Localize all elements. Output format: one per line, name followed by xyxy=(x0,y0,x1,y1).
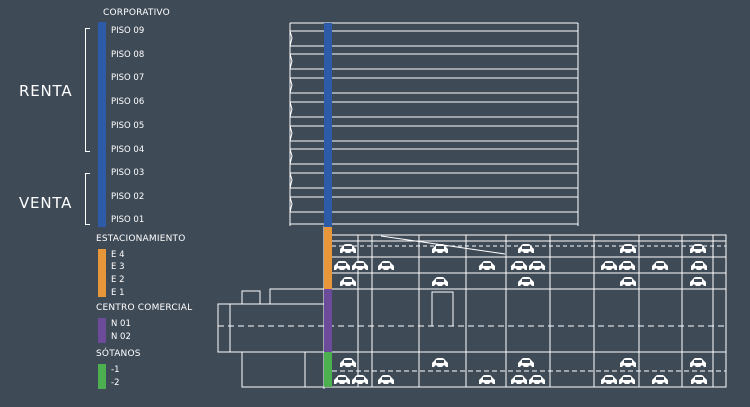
corporativo-swatch xyxy=(98,22,106,227)
floor-label-02: PISO 02 xyxy=(111,192,145,202)
core-centro-comercial xyxy=(324,289,332,352)
tower-floors xyxy=(289,30,579,225)
parking-level-e3: E 3 xyxy=(111,262,125,272)
car-icon xyxy=(340,277,356,288)
car-icon xyxy=(620,358,636,369)
parking-level-e1: E 1 xyxy=(111,288,125,298)
structural-columns xyxy=(357,235,714,387)
floor-label-09: PISO 09 xyxy=(111,26,145,36)
car-icon xyxy=(479,375,495,386)
car-icon xyxy=(690,358,706,369)
sotanos-swatch xyxy=(98,364,106,389)
car-icon xyxy=(601,375,617,386)
car-icon xyxy=(511,261,527,272)
core-estacionamiento xyxy=(324,227,332,289)
car-icon xyxy=(601,261,617,272)
sotanos-header: SÓTANOS xyxy=(96,349,141,359)
car-icon xyxy=(619,375,635,386)
estacionamiento-header: ESTACIONAMIENTO xyxy=(96,234,186,244)
venta-bracket xyxy=(85,173,90,225)
car-icon xyxy=(352,375,368,386)
parking-level-e4: E 4 xyxy=(111,250,125,260)
car-icon xyxy=(619,261,635,272)
estacionamiento-swatch xyxy=(98,249,106,297)
car-icon xyxy=(378,261,394,272)
car-icon xyxy=(691,375,707,386)
car-icon xyxy=(691,261,707,272)
basement-level-1: -1 xyxy=(111,365,120,375)
venta-label: VENTA xyxy=(19,194,73,212)
floor-label-06: PISO 06 xyxy=(111,97,145,107)
car-icon xyxy=(511,375,527,386)
car-icon xyxy=(529,375,545,386)
floor-label-05: PISO 05 xyxy=(111,121,145,131)
floor-label-08: PISO 08 xyxy=(111,50,145,60)
renta-bracket xyxy=(85,28,90,152)
mall-level-n01: N 01 xyxy=(111,319,131,329)
floor-label-04: PISO 04 xyxy=(111,145,145,155)
car-icon xyxy=(690,277,706,288)
car-icon xyxy=(352,261,368,272)
car-icon xyxy=(518,277,534,288)
parking-level-e2: E 2 xyxy=(111,275,125,285)
car-icon xyxy=(432,358,448,369)
floor-label-07: PISO 07 xyxy=(111,73,145,83)
floor-label-01: PISO 01 xyxy=(111,215,145,225)
car-icon xyxy=(518,358,534,369)
centro-comercial-swatch xyxy=(98,318,106,343)
car-icon xyxy=(334,375,350,386)
floor-label-03: PISO 03 xyxy=(111,168,145,178)
car-icon xyxy=(652,261,668,272)
mall-level-n02: N 02 xyxy=(111,332,131,342)
renta-label: RENTA xyxy=(19,82,73,100)
car-icon xyxy=(529,261,545,272)
car-icon xyxy=(479,261,495,272)
car-icon xyxy=(652,375,668,386)
car-icon xyxy=(432,277,448,288)
car-icon xyxy=(620,277,636,288)
centro-comercial-header: CENTRO COMERCIAL xyxy=(96,303,193,313)
parked-cars xyxy=(334,244,707,386)
corporativo-header: CORPORATIVO xyxy=(103,8,170,18)
basement-level-2: -2 xyxy=(111,378,120,388)
car-icon xyxy=(378,375,394,386)
car-icon xyxy=(340,358,356,369)
car-icon xyxy=(334,261,350,272)
core-corporativo xyxy=(324,23,332,227)
core-sotanos xyxy=(324,352,332,387)
